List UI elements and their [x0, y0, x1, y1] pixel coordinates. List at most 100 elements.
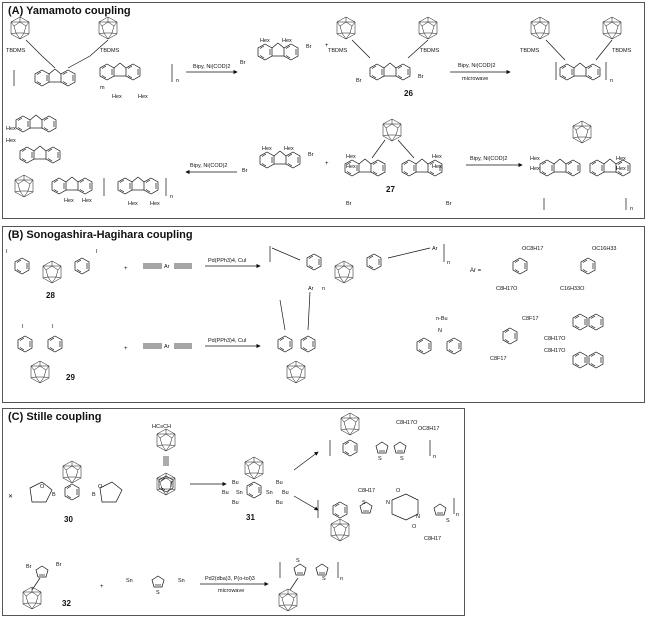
polymer-27-product: Hex Hex Hex Hex n: [530, 120, 633, 212]
n-subscript-5: n: [447, 260, 450, 266]
s-label-4: S: [446, 518, 450, 524]
compound-27-label: 27: [386, 185, 395, 194]
iodo-label-3: I: [22, 324, 24, 330]
monomer-29: I I 29: [17, 324, 75, 384]
hc-ch-label: HC≡CH: [152, 424, 171, 430]
hex-label-1: Hex: [112, 94, 122, 100]
polymer-32-product: S S n: [278, 558, 343, 612]
ar-label-1: Ar: [164, 264, 170, 270]
c8h17o-label-3: C8H17O: [544, 348, 566, 354]
s-label-7: S: [322, 576, 326, 582]
o-label-1: O: [40, 484, 45, 490]
ar-option-perfluoroalkyl: C8F17 C8F17: [490, 316, 539, 362]
b-label-2: B: [92, 492, 96, 498]
c8h17-label-1: C8H17: [358, 488, 375, 494]
plus-sign-4: +: [124, 346, 128, 352]
s-label-2: S: [400, 456, 404, 462]
br-label-8: Br: [446, 201, 452, 207]
plus-sign-5: +: [100, 584, 104, 590]
tbdms-label-1: TBDMS: [6, 48, 26, 54]
br-label-6: Br: [308, 152, 314, 158]
plus-sign-3: +: [124, 266, 128, 272]
dpp-n-label-1: N: [386, 500, 390, 506]
hex-label-17: Hex: [530, 156, 540, 162]
tbdms-label-3: TBDMS: [328, 48, 348, 54]
br-label-4: Br: [418, 74, 424, 80]
monomer-27: Hex Hex Hex Hex Br Br 27: [345, 118, 452, 207]
carbazole-n-label: N: [438, 328, 442, 334]
hex-label-16: Hex: [432, 164, 442, 170]
monomer-32: Br Br 32: [22, 562, 71, 610]
ar-label-4: Ar: [308, 286, 314, 292]
reaction-arrow-8: [293, 451, 319, 471]
s-label-3: S: [362, 500, 366, 506]
monomer-26: TBDMS TBDMS Br Br 26: [328, 16, 440, 98]
condition-yamamoto-4: Bipy, Ni(COD)2: [470, 156, 508, 162]
nbu-label: n-Bu: [436, 316, 448, 322]
condition-stille: Pd2(dba)3, P(o-tol)3: [205, 576, 255, 582]
monomer-30: ✕ O B B O 30: [8, 460, 123, 524]
n-subscript-2: n: [610, 78, 613, 84]
c8f17-label-2: C8F17: [490, 356, 507, 362]
c8f17-label-1: C8F17: [522, 316, 539, 322]
ar-label-3: Ar: [164, 344, 170, 350]
condition-sonogashira-1: Pd(PPh3)4, CuI: [208, 258, 247, 264]
c16h33o-label: C16H33O: [560, 286, 585, 292]
c8h17-label-2: C8H17: [424, 536, 441, 542]
br-label-1: Br: [240, 60, 246, 66]
compound-32-label: 32: [62, 599, 71, 608]
compound-26-label: 26: [404, 89, 413, 98]
n-subscript-3: n: [170, 194, 173, 200]
hex-label-20: Hex: [616, 166, 626, 172]
dpp-n-label-2: N: [416, 514, 420, 520]
br-label-2: Br: [306, 44, 312, 50]
iodo-label-1: I: [6, 249, 8, 255]
polymer-26-product: TBDMS TBDMS n: [520, 16, 632, 84]
o-label-3: O: [396, 488, 401, 494]
hex-label-4: Hex: [282, 38, 292, 44]
diethynyl-arene-2: Ar: [143, 343, 192, 350]
br-label-3: Br: [356, 78, 362, 84]
acetylene-reagent: HC≡CH: [152, 424, 176, 496]
n-subscript-1: n: [176, 78, 179, 84]
s-label-6: S: [296, 558, 300, 564]
polymer-28-product: Ar n: [269, 244, 450, 284]
ar-label-2: Ar: [432, 246, 438, 252]
hex-label-8: Hex: [82, 198, 92, 204]
sn-label-3: Sn: [126, 578, 133, 584]
hex-label-3: Hex: [260, 38, 270, 44]
hex-label-13: Hex: [346, 154, 356, 160]
br-label-7: Br: [346, 201, 352, 207]
ar-option-dialkoxy-2: OC16H33 C16H33O: [560, 246, 616, 292]
c8h17o-label-4: C8H17O: [396, 420, 418, 426]
panel-c-title: (C) Stille coupling: [8, 411, 102, 423]
hex-label-10: Hex: [150, 201, 160, 207]
diethynyl-arene-1: Ar: [143, 263, 192, 270]
br-label-5: Br: [242, 168, 248, 174]
n-subscript-4: n: [630, 206, 633, 212]
condition-microwave-3: microwave: [218, 588, 244, 594]
bu-label-4: Bu: [276, 480, 283, 486]
oc8h17-label-2: OC8H17: [418, 426, 439, 432]
plus-sign-2: +: [325, 161, 329, 167]
bu-label-6: Bu: [276, 500, 283, 506]
polymer-cage-fluorene-1: TBDMS TBDMS m n Hex Hex: [6, 16, 179, 100]
tbdms-label-5: TBDMS: [520, 48, 540, 54]
oc16h33-label: OC16H33: [592, 246, 616, 252]
panel-stille: (C) Stille coupling: [2, 408, 465, 616]
hex-label-12: Hex: [284, 146, 294, 152]
iodo-label-2: I: [96, 249, 98, 255]
condition-microwave-2: microwave: [462, 76, 488, 82]
b-label-1: B: [52, 492, 56, 498]
bu-label-3: Bu: [232, 500, 239, 506]
dibromo-dihexylfluorene-2: Hex Hex Br Br: [242, 146, 314, 174]
condition-yamamoto-2: Bipy, Ni(COD)2: [458, 63, 496, 69]
hex-label-6: Hex: [6, 138, 16, 144]
oc8h17-label-1: OC8H17: [522, 246, 543, 252]
n-subscript-8: n: [456, 512, 459, 518]
m-subscript: m: [100, 85, 105, 91]
compound-28-label: 28: [46, 291, 55, 300]
polymer-31-thienothiophene: C8H17O OC8H17 S S n: [329, 412, 439, 462]
o-label-2: O: [98, 484, 103, 490]
